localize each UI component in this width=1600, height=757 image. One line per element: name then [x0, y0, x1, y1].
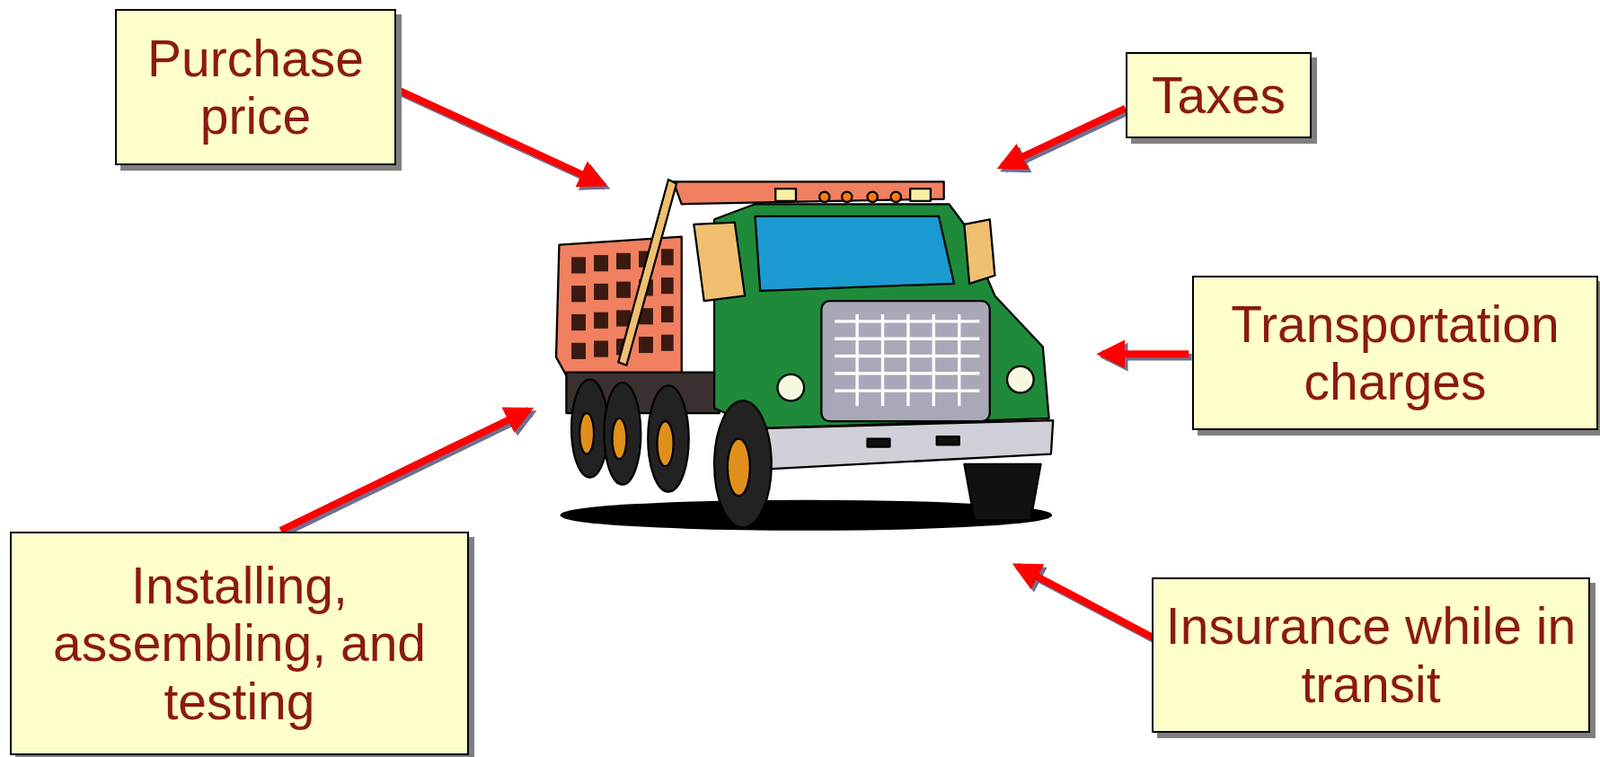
- text-box: Purchase price: [114, 8, 397, 166]
- box-label: Taxes: [1151, 66, 1286, 124]
- text-box: Insurance while in transit: [1151, 577, 1591, 734]
- text-box: Taxes: [1125, 52, 1312, 139]
- box-label: Transportation charges: [1202, 295, 1588, 412]
- box-label: Insurance while in transit: [1162, 597, 1580, 714]
- box-label: Purchase price: [125, 29, 386, 146]
- text-box: Installing, assembling, and testing: [9, 531, 469, 756]
- box-label: Installing, assembling, and testing: [20, 556, 459, 731]
- text-box: Transportation charges: [1192, 275, 1599, 431]
- truck-illustration: [556, 179, 1053, 531]
